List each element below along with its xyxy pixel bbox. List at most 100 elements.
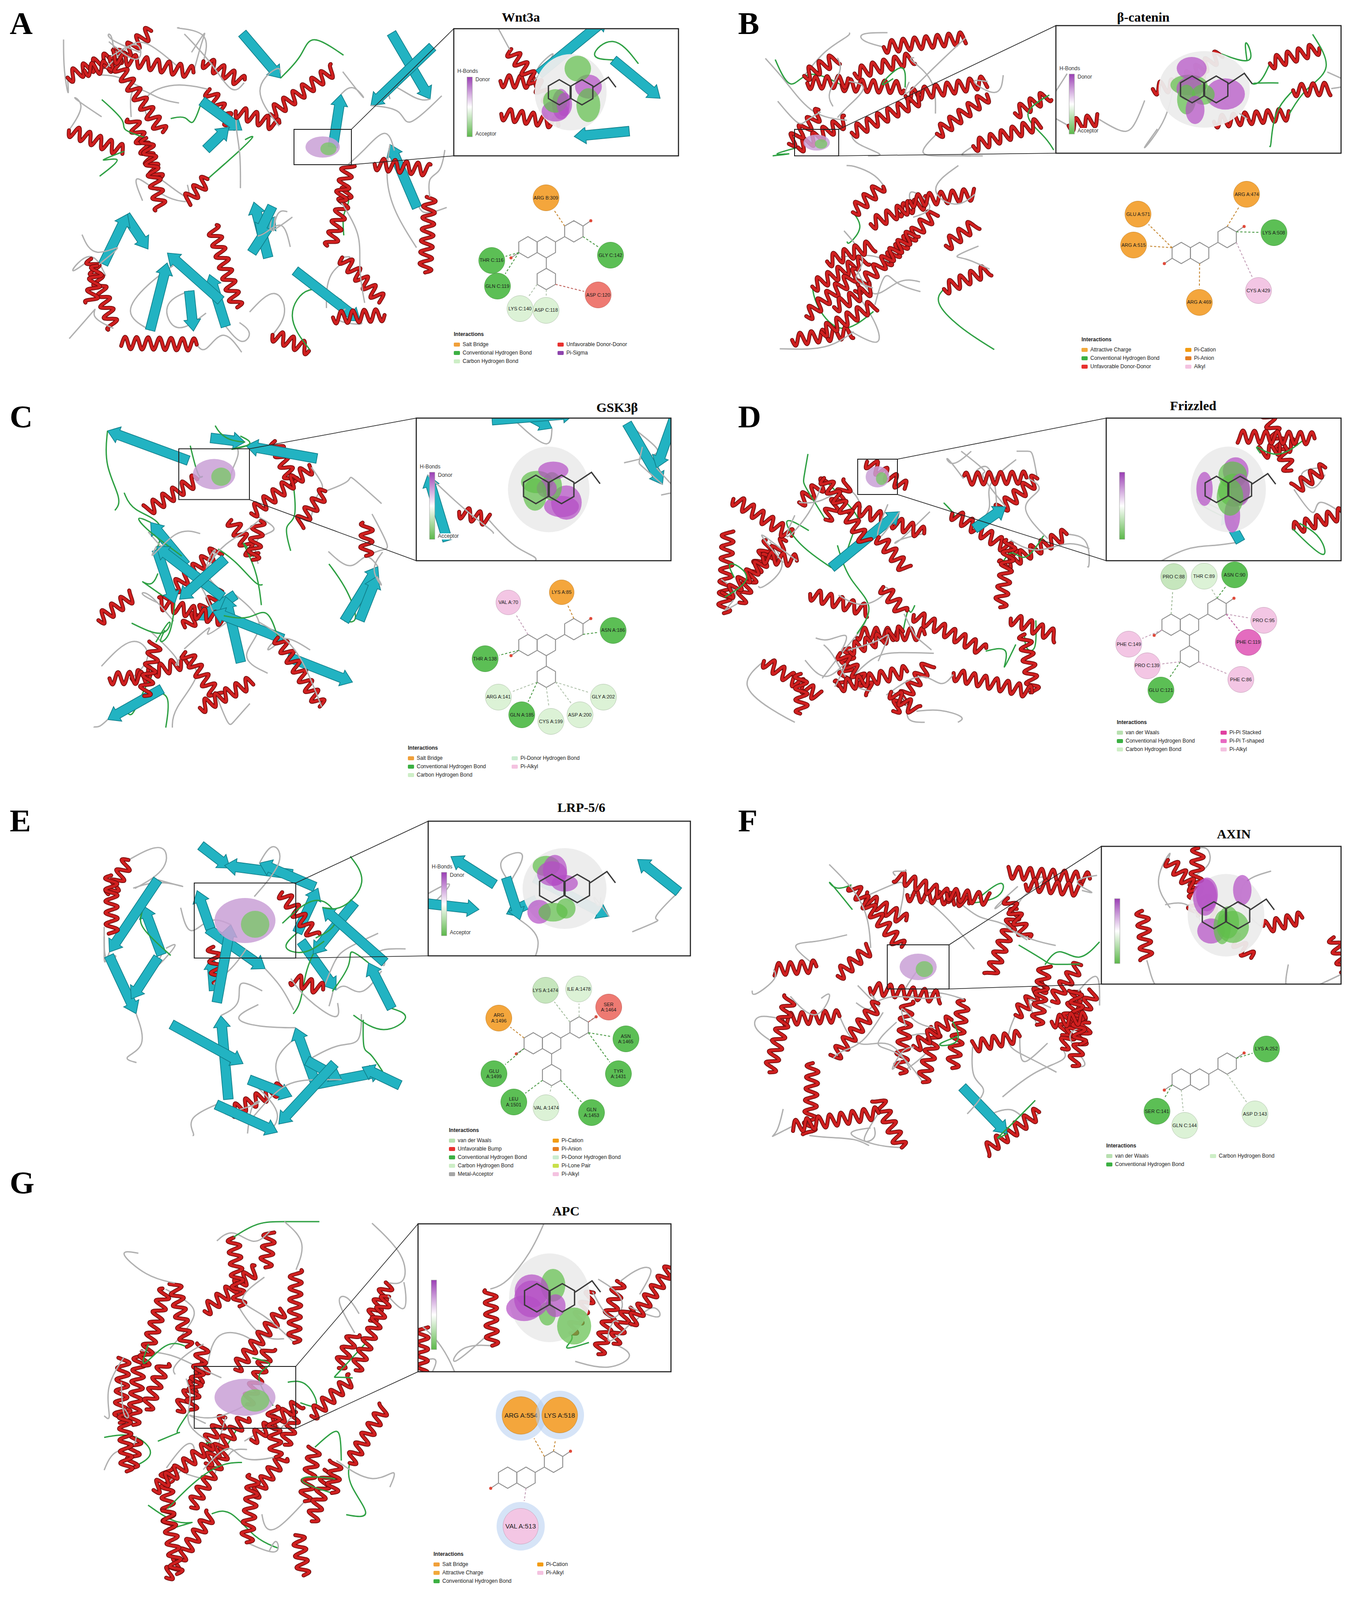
interaction-diagrams xyxy=(489,219,1246,1490)
helix-ribbon xyxy=(143,475,198,513)
helix-ribbon xyxy=(85,265,102,303)
ligand-sticks xyxy=(1180,75,1204,103)
helix-ribbon xyxy=(1032,966,1052,1025)
helix-ribbon xyxy=(943,266,992,294)
colorbar-label: Acceptor xyxy=(474,131,498,137)
legend-entry: Conventional Hydrogen Bond xyxy=(407,763,487,770)
coil-loop xyxy=(215,425,246,442)
panel-letter: D xyxy=(738,399,762,435)
coil-loop xyxy=(860,32,888,48)
residue-circle: ASN A:1465 xyxy=(612,1025,640,1052)
helix-ribbon xyxy=(324,187,352,246)
helix-ribbon xyxy=(336,165,355,201)
helix-ribbon xyxy=(851,92,920,137)
legend-entry: Pi-Cation xyxy=(1185,346,1216,353)
helix-ribbon xyxy=(837,943,871,979)
legend-text: Conventional Hydrogen Bond xyxy=(457,1153,528,1161)
coil-loop xyxy=(1018,944,1081,965)
interaction-line xyxy=(524,1488,527,1501)
ring-bond xyxy=(537,634,556,656)
oxygen-atom xyxy=(509,654,513,658)
residue-label: THR C:116 xyxy=(479,257,504,264)
inset-ground xyxy=(418,1223,671,1372)
zoom-frame xyxy=(194,1366,296,1429)
legend-entry: Conventional Hydrogen Bond xyxy=(1081,354,1160,362)
residue-circle: LYS C:140 xyxy=(506,295,534,322)
interaction-line xyxy=(560,1080,582,1102)
ring-bond xyxy=(1190,242,1210,264)
oxygen-atom xyxy=(1242,1051,1246,1055)
legend-text: Carbon Hydrogen Bond xyxy=(416,771,473,778)
helix-ribbon xyxy=(792,1107,879,1131)
coil-loop xyxy=(858,271,920,294)
beta-strand xyxy=(202,127,229,153)
legend-swatch xyxy=(453,342,460,347)
interaction-line xyxy=(1227,1073,1247,1102)
coil-loop xyxy=(877,504,900,538)
ligand-sticks xyxy=(1251,473,1276,485)
coil-loop xyxy=(387,144,417,248)
helix-ribbon xyxy=(870,201,911,229)
beta-strand xyxy=(192,890,215,931)
interaction-line xyxy=(588,1032,611,1063)
interaction-line xyxy=(549,1085,552,1094)
zoom-leader-line xyxy=(249,499,417,562)
coil-loop xyxy=(656,467,671,496)
oxygen-atom xyxy=(589,219,593,223)
coil-loop xyxy=(607,1320,631,1342)
coil-loop xyxy=(1288,34,1327,115)
legend-swatch xyxy=(1185,364,1192,369)
ligand-sticks xyxy=(571,79,593,105)
residue-circle: GLY C:142 xyxy=(597,241,624,269)
inset-content xyxy=(418,1223,671,1372)
coil-loop xyxy=(284,1221,302,1270)
legend-swatch xyxy=(552,1155,559,1160)
ring-bond xyxy=(1190,1068,1210,1090)
coil-loop xyxy=(82,234,118,266)
legend-entry: Salt Bridge xyxy=(433,1560,469,1568)
helix-ribbon xyxy=(964,471,1027,485)
inset-content xyxy=(491,28,661,144)
residue-label: TYR A:1431 xyxy=(605,1068,632,1080)
ligand-sticks xyxy=(1205,476,1229,503)
helix-ribbon xyxy=(118,1409,133,1472)
ligand-sticks xyxy=(574,472,600,484)
colorbar-label: Donor xyxy=(448,872,466,878)
residue-circle: LEU A:1501 xyxy=(500,1088,528,1116)
coil-loop xyxy=(388,1281,407,1309)
protein-ribbons xyxy=(63,25,1107,1579)
legend-text: Salt Bridge xyxy=(442,1560,469,1568)
residue-circle: LYS A:508 xyxy=(1260,219,1288,246)
coil-loop xyxy=(985,644,1016,667)
coil-loop xyxy=(777,101,822,124)
panel-title: LRP-5/6 xyxy=(557,799,606,815)
legend-swatch xyxy=(433,1562,440,1567)
helix-ribbon xyxy=(293,1534,310,1576)
helix-ribbon xyxy=(854,53,916,79)
coil-loop xyxy=(632,891,679,932)
residue-label: ARG A:469 xyxy=(1186,299,1212,306)
interaction-line xyxy=(527,682,538,702)
legend-swatch xyxy=(1106,1162,1113,1167)
legend-entry: Pi-Lone Pair xyxy=(552,1162,591,1169)
inset-content xyxy=(1136,847,1342,984)
coil-loop xyxy=(1025,477,1048,539)
docking-inset xyxy=(453,13,679,156)
residue-circle: PHE C:119 xyxy=(1235,629,1262,656)
zoom-leader-line xyxy=(949,983,1102,989)
ligand-sticks xyxy=(590,871,616,883)
coil-loop xyxy=(1006,926,1056,946)
helix-ribbon xyxy=(1136,910,1153,961)
interaction-line xyxy=(555,284,585,292)
interaction-line xyxy=(1226,614,1250,618)
coil-loop xyxy=(1044,941,1100,965)
ligand-surface xyxy=(803,134,830,151)
helix-ribbon xyxy=(875,537,911,570)
helix-ribbon xyxy=(68,127,123,154)
residue-label: LYS A:508 xyxy=(1262,229,1285,236)
helix-ribbon xyxy=(324,187,352,246)
legend-swatch xyxy=(448,1146,456,1151)
legend-text: Conventional Hydrogen Bond xyxy=(1115,1160,1185,1168)
residue-circle: ARG A:554 xyxy=(501,1396,540,1435)
